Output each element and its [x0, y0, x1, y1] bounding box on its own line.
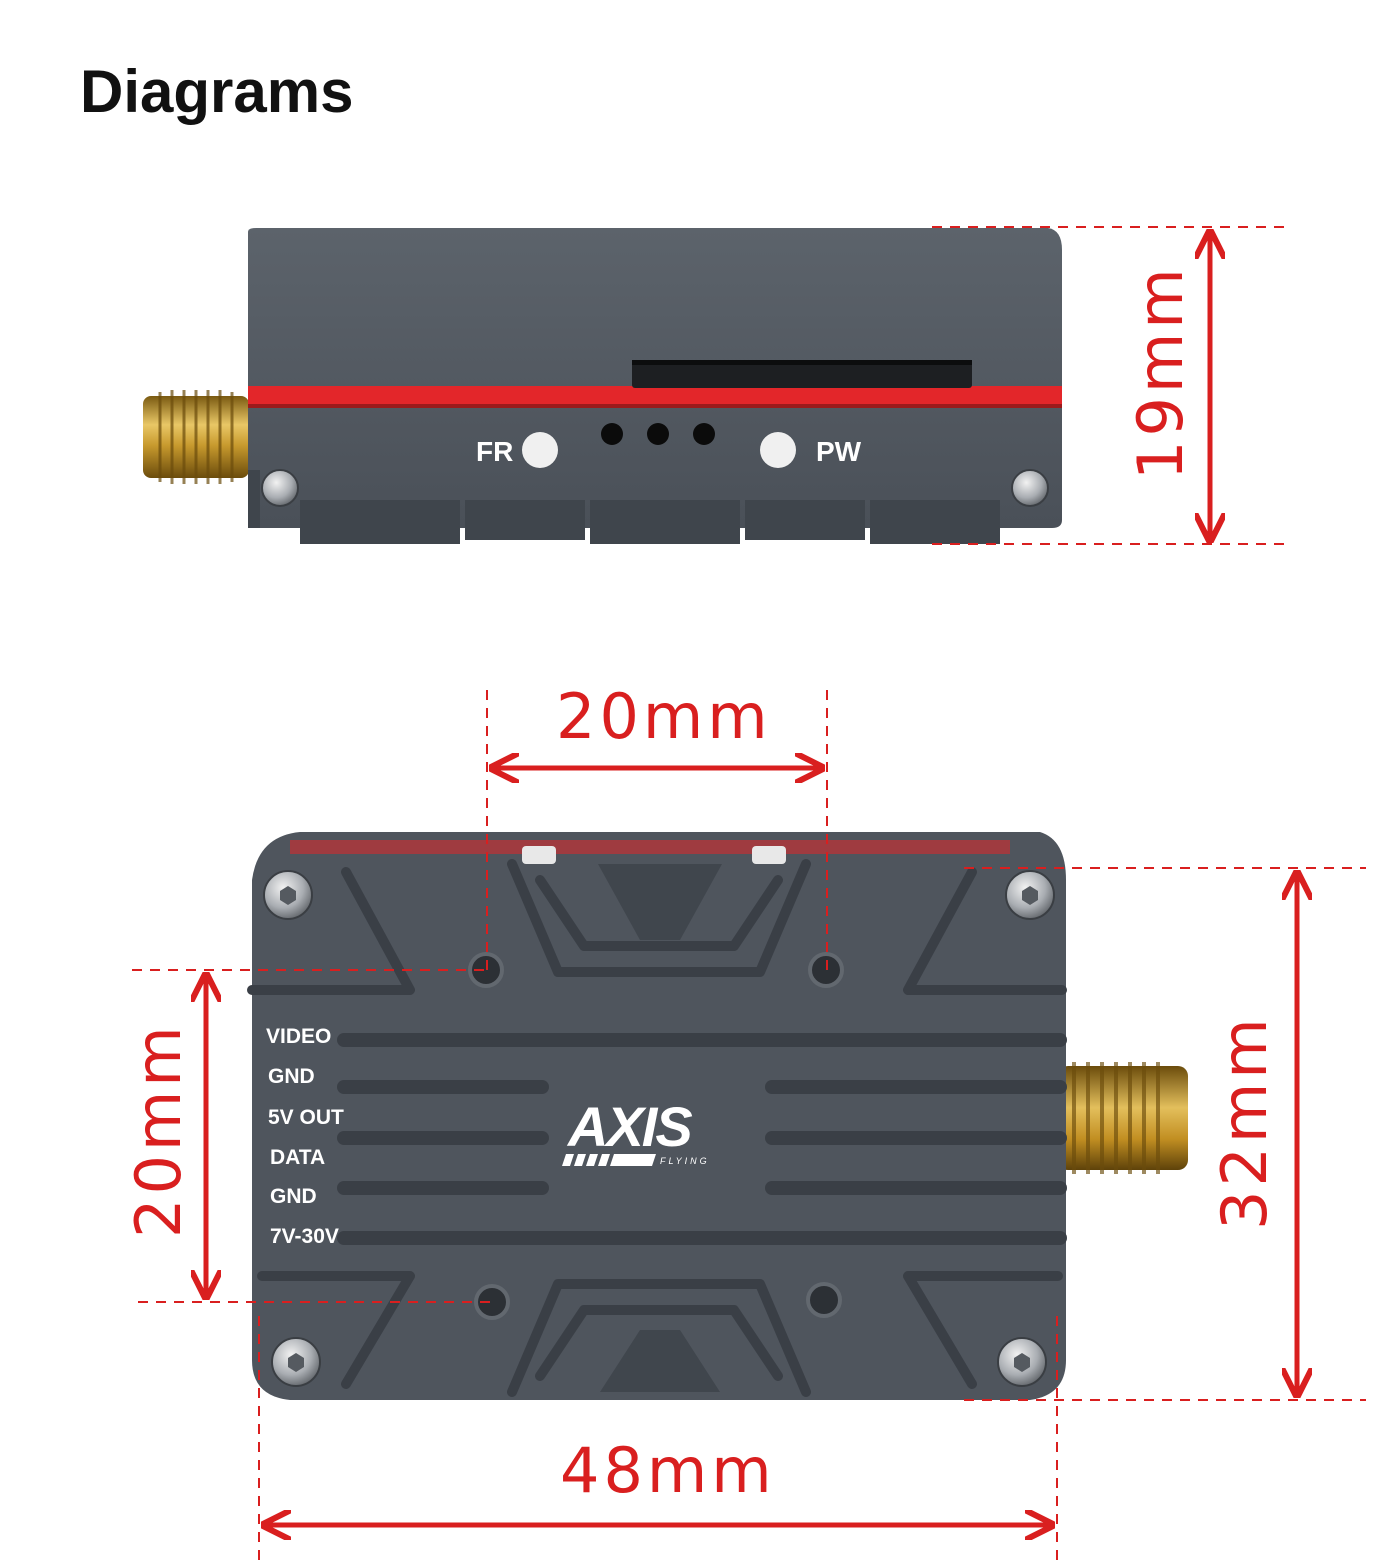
dimension-label-mount-horizontal: 20mm — [556, 680, 772, 753]
dimension-32mm: 32mm — [964, 867, 1366, 1401]
side-screw-right — [1011, 469, 1049, 507]
pin-label-5v-out: 5V OUT — [268, 1106, 344, 1129]
port-hole — [693, 423, 715, 445]
dimension-label-width: 48mm — [560, 1434, 776, 1507]
side-antenna-connector — [143, 390, 249, 484]
port-hole — [647, 423, 669, 445]
led-pw-indicator — [760, 432, 796, 468]
side-screw-left — [261, 469, 299, 507]
top-view: VIDEO GND 5V OUT DATA GND 7V-30V AXIS FL… — [122, 680, 1366, 1567]
mount-hole — [806, 1282, 842, 1318]
top-chevron-lower — [257, 1271, 1063, 1397]
led-label-pw: PW — [816, 436, 862, 467]
accent-band — [248, 386, 1062, 408]
mount-hole — [474, 1284, 510, 1320]
pin-label-video: VIDEO — [266, 1025, 331, 1048]
axis-logo: AXIS FLYING — [562, 1095, 710, 1166]
pin-label-data: DATA — [270, 1146, 325, 1169]
dimension-label-height-top: 32mm — [1208, 1014, 1281, 1230]
dimension-label-mount-vertical: 20mm — [122, 1022, 195, 1238]
led-label-fr: FR — [476, 436, 513, 467]
side-bottom-fins — [300, 500, 1000, 544]
pin-label-gnd-2: GND — [270, 1185, 317, 1208]
dimension-20mm-vertical: 20mm — [122, 969, 492, 1303]
top-button-right — [752, 846, 786, 864]
pin-label-power-input: 7V-30V — [270, 1225, 339, 1248]
page-title: Diagrams — [80, 58, 354, 125]
top-button-left — [522, 846, 556, 864]
top-housing — [252, 832, 1066, 1400]
top-chevron-upper — [247, 859, 1067, 995]
dimension-19mm: 19mm — [932, 226, 1285, 545]
top-ribs — [337, 1033, 1067, 1245]
dimension-48mm: 48mm — [258, 1316, 1058, 1567]
dimension-20mm-horizontal: 20mm — [486, 680, 828, 970]
sd-card-slot — [632, 360, 972, 388]
top-antenna-connector — [1058, 1062, 1188, 1174]
side-view: FR PW 19mm — [143, 226, 1285, 545]
dimension-label-height-side: 19mm — [1124, 264, 1197, 480]
pin-label-gnd: GND — [268, 1065, 315, 1088]
logo-text: AXIS — [566, 1095, 692, 1158]
logo-subtitle: FLYING — [660, 1156, 710, 1166]
port-hole — [601, 423, 623, 445]
led-fr-indicator — [522, 432, 558, 468]
